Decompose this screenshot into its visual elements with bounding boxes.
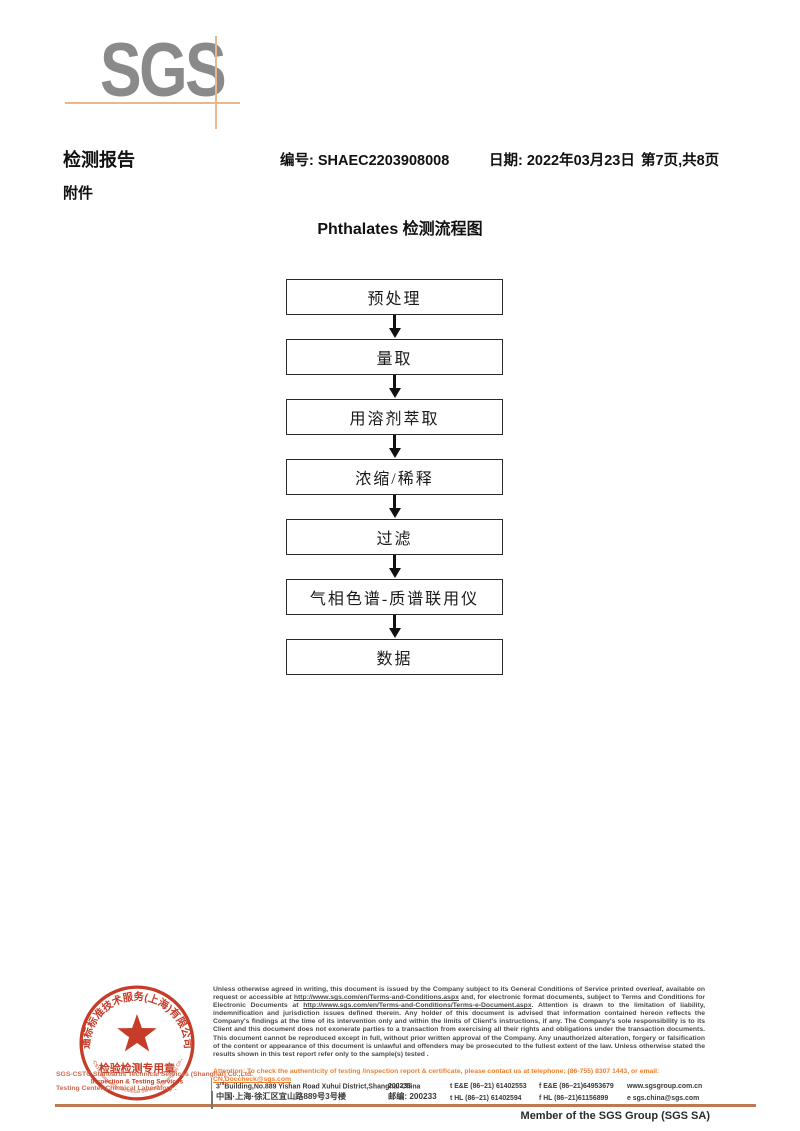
terms-link[interactable]: http://www.sgs.com/en/Terms-and-Conditio… [293,994,459,1002]
report-date-label: 日期: [489,153,527,169]
attention-text: Attention: To check the authenticity of … [213,1068,660,1075]
flow-arrow-icon [286,615,503,639]
report-number-label: 编号: [280,153,318,169]
report-number-value: SHAEC2203908008 [317,153,450,169]
report-title: 检测报告 [63,150,135,170]
seal-subtitle-text: Inspection & Testing Services [91,1078,184,1085]
footer-divider-tick [211,1091,213,1109]
address-number: 3 [216,1083,220,1090]
flowchart: 预处理 量取 用溶剂萃取 浓缩/稀释 过滤 气相色谱-质谱联用仪 数据 [286,279,503,675]
address-row-cn: 中国·上海·徐汇区宜山路889号3号楼 邮编: 200233 t HL (86–… [216,1090,715,1102]
flow-arrow-icon [286,435,503,459]
postcode-cn: 邮编: 200233 [388,1092,437,1101]
address-row-en: 3rdBuilding,No.889 Yishan Road Xuhui Dis… [216,1078,715,1090]
fax-ee: f E&E (86–21)64953679 [539,1083,614,1090]
flow-step-filter: 过滤 [286,519,503,555]
email-link[interactable]: e sgs.china@sgs.com [627,1095,700,1102]
flow-arrow-icon [286,375,503,399]
footer-divider-line [55,1104,756,1107]
report-number: 编号: SHAEC2203908008 [280,149,449,170]
address-street-en: Building,No.889 Yishan Road Xuhui Distri… [224,1083,421,1090]
address-block: 3rdBuilding,No.889 Yishan Road Xuhui Dis… [211,1078,715,1102]
website-link[interactable]: www.sgsgroup.com.cn [627,1083,703,1090]
flow-arrow-icon [286,315,503,339]
e-document-terms-link[interactable]: http://www.sgs.com/en/Terms-and-Conditio… [303,1002,532,1010]
phone-hl: t HL (86–21) 61402594 [450,1095,522,1102]
company-seal-icon: 通标标准技术服务(上海)有限公司 检验检测专用章 Inspection & Te… [78,984,195,1101]
logo-horizontal-line [65,102,240,104]
report-date: 日期: 2022年03月23日 [489,149,635,170]
flow-arrow-icon [286,555,503,579]
lab-name: Testing Center-Chemical Laboratory . [56,1085,177,1092]
seal-star-icon [117,1014,157,1052]
legal-text-part2: and, for electronic format documents, su… [213,994,705,1010]
flow-step-solvent-extraction: 用溶剂萃取 [286,399,503,435]
flow-step-data: 数据 [286,639,503,675]
doccheck-email-link[interactable]: CN.Doccheck@sgs.com [213,1076,292,1084]
flow-arrow-icon [286,495,503,519]
legal-disclaimer: Unless otherwise agreed in writing, this… [213,986,705,1059]
report-date-value: 2022年03月23日 [526,153,635,169]
attention-notice: Attention: To check the authenticity of … [213,1068,705,1084]
legal-text-part1: Unless otherwise agreed in writing, this… [213,986,705,1002]
flow-step-gcms: 气相色谱-质谱联用仪 [286,579,503,615]
phone-ee: t E&E (86–21) 61402553 [450,1083,527,1090]
seal-title-text: 检验检测专用章 [99,1061,175,1075]
address-chinese: 中国·上海·徐汇区宜山路889号3号楼 [216,1092,347,1101]
fax-hl: f HL (86–21)61156899 [539,1095,609,1102]
lab-company-name: SGS-CSTC Standards Technical Services (S… [56,1071,254,1078]
sgs-logo: SGS [100,28,227,113]
postcode-en: 200233 [388,1083,411,1090]
flowchart-title: Phthalates 检测流程图 [317,221,483,238]
flow-step-concentrate-dilute: 浓缩/稀释 [286,459,503,495]
address-ordinal: rd [219,1080,225,1086]
logo-vertical-line [215,36,217,129]
page-indicator: 第7页,共8页 [641,153,720,169]
flow-step-pretreatment: 预处理 [286,279,503,315]
attachment-label: 附件 [63,185,94,202]
sgs-member-text: Member of the SGS Group (SGS SA) [520,1110,710,1122]
flow-step-measure: 量取 [286,339,503,375]
legal-text-part3: . Attention is drawn to the limitation o… [213,1002,705,1058]
address-english: 3rdBuilding,No.889 Yishan Road Xuhui Dis… [216,1080,420,1090]
